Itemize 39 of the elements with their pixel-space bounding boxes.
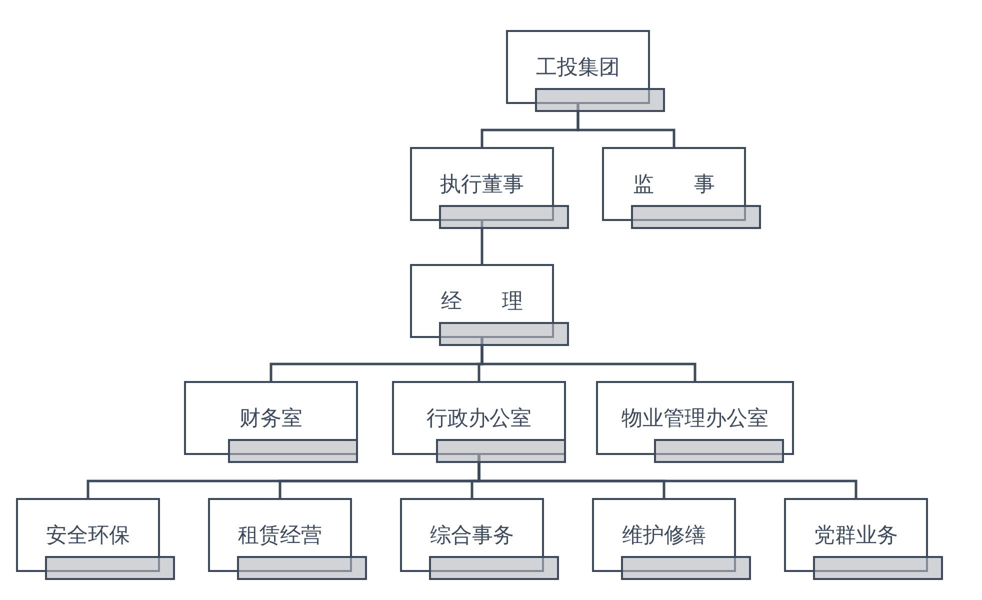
name-bar	[621, 556, 751, 580]
position-box	[16, 498, 160, 572]
name-bar	[535, 88, 665, 112]
position-box	[506, 30, 650, 104]
position-title: 财务室	[240, 405, 302, 431]
position-title: 党群业务	[814, 522, 898, 548]
position-box	[784, 498, 928, 572]
name-bar	[429, 556, 559, 580]
position-box	[400, 498, 544, 572]
position-box	[602, 147, 746, 221]
name-bar	[439, 322, 569, 346]
position-title: 行政办公室	[426, 405, 532, 431]
position-title: 经 理	[440, 288, 524, 314]
position-title: 物业管理办公室	[622, 405, 768, 431]
position-title: 安全环保	[46, 522, 130, 548]
connector-line	[480, 221, 484, 264]
position-box	[410, 147, 554, 221]
name-bar	[237, 556, 367, 580]
name-bar	[45, 556, 175, 580]
name-bar	[439, 205, 569, 229]
name-bar	[654, 439, 784, 463]
position-title: 综合事务	[430, 522, 514, 548]
position-box	[392, 381, 566, 455]
position-title: 监 事	[632, 171, 716, 197]
name-bar	[228, 439, 358, 463]
name-bar	[813, 556, 943, 580]
position-title: 租赁经营	[238, 522, 322, 548]
position-box	[596, 381, 794, 455]
position-box	[208, 498, 352, 572]
position-title: 执行董事	[440, 171, 524, 197]
position-title: 维护修缮	[622, 522, 706, 548]
name-bar	[436, 439, 566, 463]
connector-line	[480, 338, 696, 381]
position-box	[410, 264, 554, 338]
name-bar	[631, 205, 761, 229]
connector-line	[576, 104, 676, 147]
position-box	[184, 381, 358, 455]
position-box	[592, 498, 736, 572]
position-title: 工投集团	[536, 54, 620, 80]
